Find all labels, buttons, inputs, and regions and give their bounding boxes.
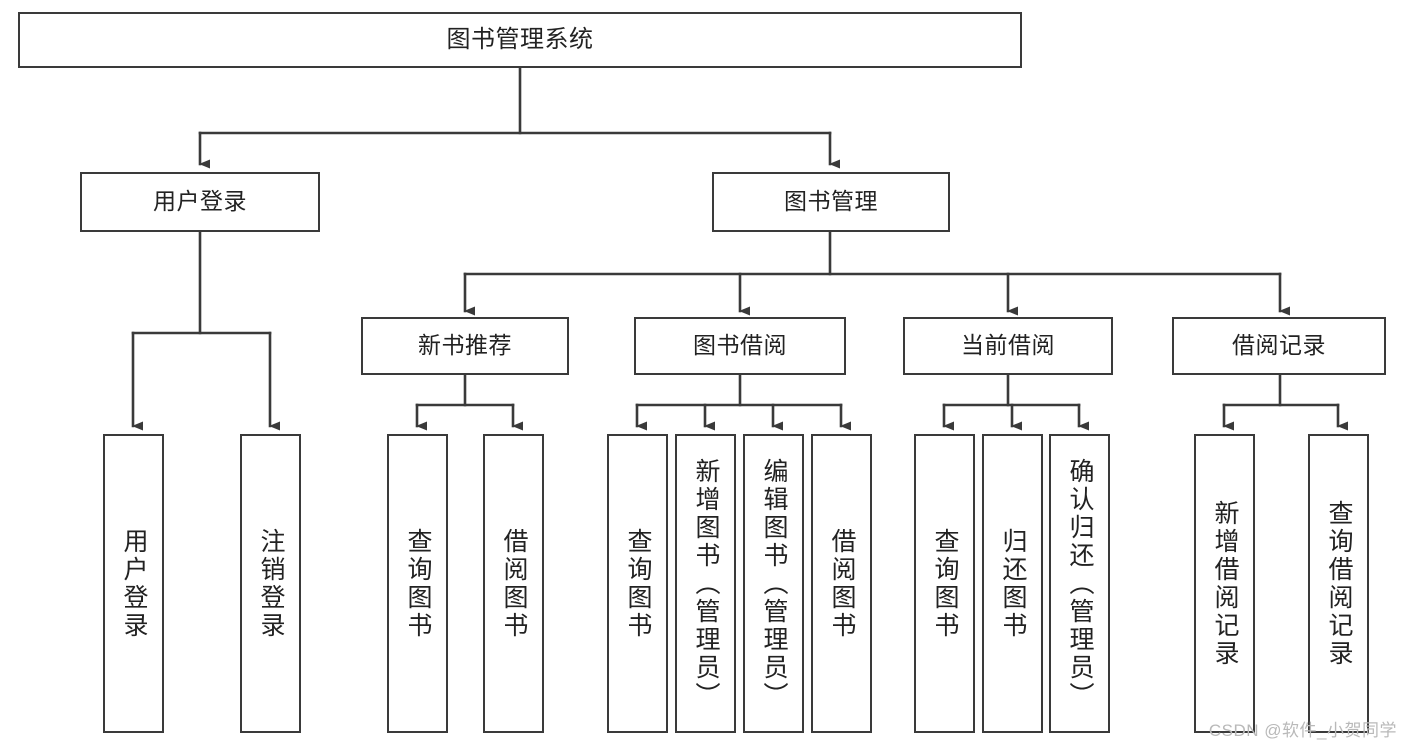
node-book-borrow[interactable]: 图书借阅 (634, 317, 846, 375)
node-user-login[interactable]: 用户登录 (80, 172, 320, 232)
node-book-management-system[interactable]: 图书管理系统 (18, 12, 1022, 68)
leaf-user-login[interactable]: 用户登录 (103, 434, 164, 733)
node-label: 新书推荐 (418, 332, 512, 359)
leaf-logout[interactable]: 注销登录 (240, 434, 301, 733)
node-label: 借阅记录 (1232, 332, 1326, 359)
node-label: 新增借阅记录 (1211, 499, 1239, 668)
leaf-add-borrow-record[interactable]: 新增借阅记录 (1194, 434, 1255, 733)
leaf-add-book-admin[interactable]: 新增图书（管理员） (675, 434, 736, 733)
leaf-query-book-recommend[interactable]: 查询图书 (387, 434, 448, 733)
node-label: 用户登录 (153, 188, 247, 215)
node-label: 注销登录 (257, 527, 285, 640)
node-label: 查询图书 (404, 527, 432, 640)
node-label: 借阅图书 (500, 527, 528, 640)
node-label: 当前借阅 (961, 332, 1055, 359)
node-label: 借阅图书 (828, 527, 856, 640)
node-label: 图书管理 (784, 188, 878, 215)
leaf-borrow-book-recommend[interactable]: 借阅图书 (483, 434, 544, 733)
node-label: 图书管理系统 (446, 25, 594, 53)
node-label: 查询图书 (931, 527, 959, 640)
node-label: 查询借阅记录 (1325, 499, 1353, 668)
leaf-query-book-current[interactable]: 查询图书 (914, 434, 975, 733)
leaf-confirm-return-admin[interactable]: 确认归还（管理员） (1049, 434, 1110, 733)
node-current-borrow[interactable]: 当前借阅 (903, 317, 1113, 375)
node-new-book-recommend[interactable]: 新书推荐 (361, 317, 569, 375)
node-borrow-record[interactable]: 借阅记录 (1172, 317, 1386, 375)
leaf-return-book[interactable]: 归还图书 (982, 434, 1043, 733)
leaf-query-borrow-record[interactable]: 查询借阅记录 (1308, 434, 1369, 733)
node-label: 用户登录 (120, 527, 148, 640)
node-label: 查询图书 (624, 527, 652, 640)
leaf-borrow-book[interactable]: 借阅图书 (811, 434, 872, 733)
leaf-edit-book-admin[interactable]: 编辑图书（管理员） (743, 434, 804, 733)
leaf-query-book-borrow[interactable]: 查询图书 (607, 434, 668, 733)
node-label: 编辑图书（管理员） (760, 457, 788, 710)
node-label: 归还图书 (999, 527, 1027, 640)
node-book-management[interactable]: 图书管理 (712, 172, 950, 232)
node-label: 确认归还（管理员） (1066, 457, 1094, 710)
csdn-watermark: CSDN @软件_小贺同学 (1208, 721, 1397, 740)
node-label: 新增图书（管理员） (692, 457, 720, 710)
node-label: 图书借阅 (693, 332, 787, 359)
